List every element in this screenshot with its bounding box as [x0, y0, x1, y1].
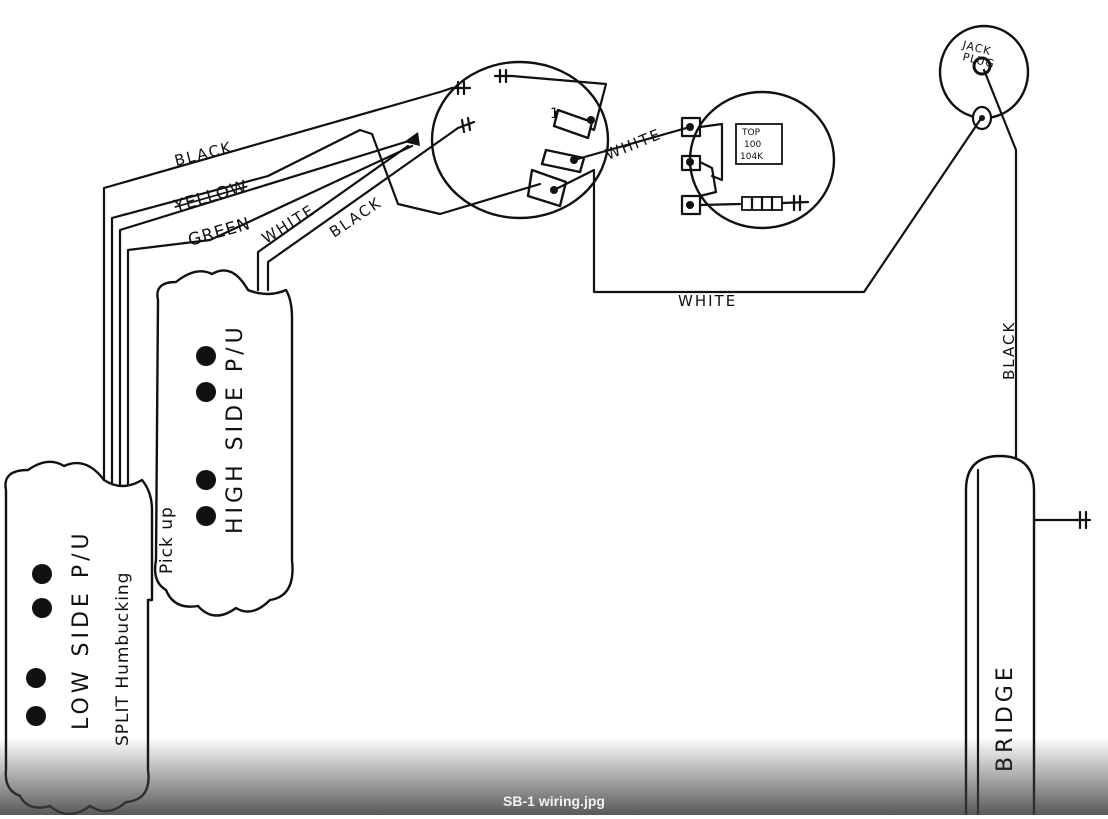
wire-black-top	[102, 86, 454, 487]
pot-lug-left	[450, 80, 472, 96]
bridge	[964, 454, 1036, 815]
tone-lugs	[680, 116, 810, 216]
wire-white-bottom	[552, 118, 982, 294]
label-wire-black-top: BLACK	[173, 138, 235, 170]
wire-white-left	[256, 144, 410, 292]
pickup-high-side	[153, 269, 294, 617]
label-low-side: LOW SIDE P/U	[69, 529, 94, 730]
label-tone-3: 104K	[740, 152, 764, 162]
label-wire-green: GREEN	[186, 214, 253, 251]
wire-green	[118, 138, 414, 487]
caption-bar	[0, 737, 1108, 815]
label-high-side: HIGH SIDE P/U	[223, 323, 248, 534]
svg-text:1: 1	[550, 106, 559, 122]
wire-white-switch	[572, 125, 692, 162]
wire-black-mid	[266, 126, 460, 292]
label-wire-black-right: BLACK	[1000, 321, 1018, 380]
image-filename: SB-1 wiring.jpg	[503, 793, 605, 809]
volume-pot	[430, 60, 610, 220]
ground-lug	[1078, 510, 1088, 530]
label-tone-2: 100	[744, 140, 761, 150]
wire-yellow	[110, 128, 542, 487]
label-split-humbucking: SPLIT Humbucking	[113, 572, 133, 746]
label-wire-white-left: WHITE	[259, 201, 319, 248]
label-wire-white-switch: WHITE	[603, 125, 665, 164]
pot-lug-top	[493, 68, 514, 84]
label-pick-up: Pick up	[157, 506, 177, 574]
wire-green-b	[126, 144, 414, 487]
wire-black-right	[982, 68, 1092, 522]
label-tone-1: TOP	[741, 128, 761, 138]
pot-lug-mid	[456, 116, 476, 134]
label-wire-yellow: YELLOW	[171, 177, 250, 217]
label-wire-white-bottom: WHITE	[678, 292, 737, 310]
